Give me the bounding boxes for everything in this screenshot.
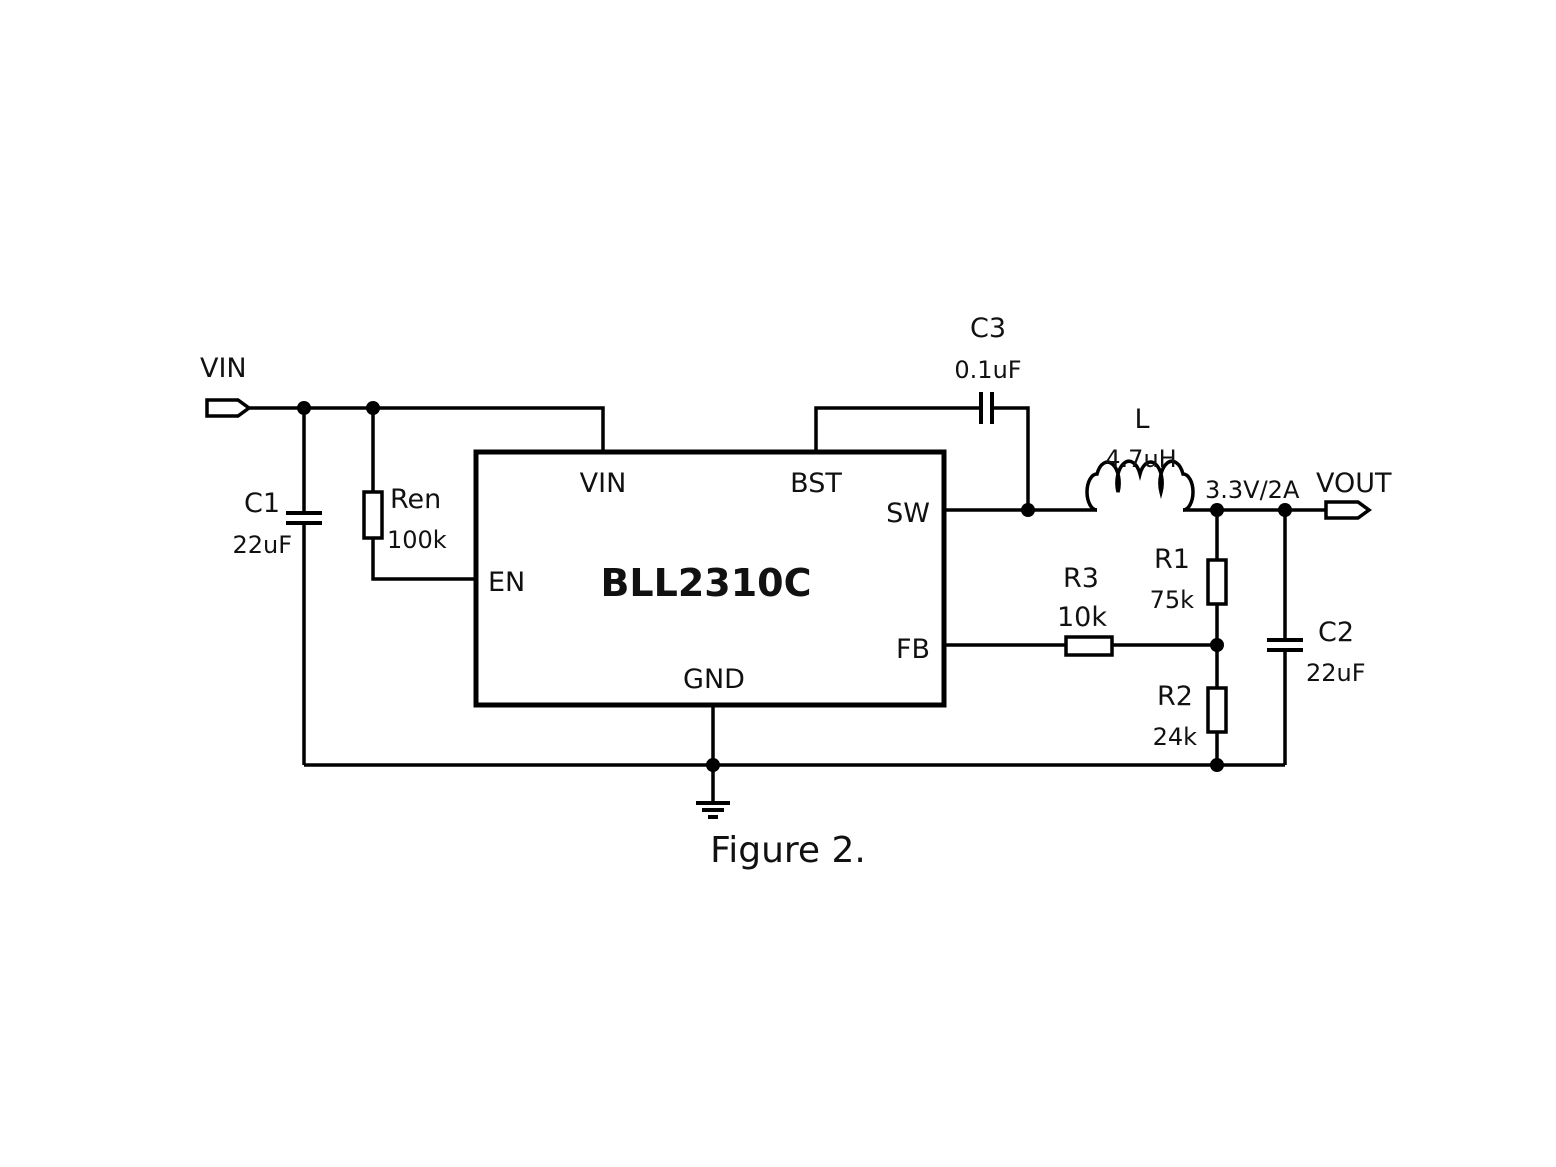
pin-en-label: EN: [488, 567, 525, 598]
l-ref-label: L: [1134, 404, 1149, 435]
vout-port-icon: [1324, 500, 1372, 520]
pin-gnd-label: GND: [683, 664, 745, 695]
junction-dot: [1021, 503, 1035, 517]
c3-value-label: 0.1uF: [954, 356, 1021, 384]
output-spec-label: 3.3V/2A: [1205, 476, 1300, 504]
figure-caption: Figure 2.: [710, 830, 866, 871]
junction-dots: [297, 401, 1292, 772]
wire-vin-rail: [248, 406, 605, 452]
c2-ref-label: C2: [1318, 617, 1354, 648]
junction-dot: [1210, 758, 1224, 772]
resistor-r2: [1206, 686, 1228, 734]
c1-ref-label: C1: [244, 488, 280, 519]
junction-dot: [366, 401, 380, 415]
vin-port-label: VIN: [200, 353, 247, 384]
r1-value-label: 75k: [1150, 586, 1195, 614]
ren-ref-label: Ren: [390, 484, 441, 515]
l-value-label: 4.7uH: [1105, 445, 1176, 473]
vout-port-label: VOUT: [1316, 468, 1392, 499]
c1-value-label: 22uF: [232, 531, 292, 559]
r3-value-label: 10k: [1057, 602, 1107, 633]
pin-vin-label: VIN: [580, 468, 627, 499]
ground-symbol-icon: [696, 801, 730, 819]
r2-ref-label: R2: [1157, 681, 1193, 712]
junction-dot: [1278, 503, 1292, 517]
resistor-r1: [1206, 558, 1228, 606]
capacitor-c2: [1267, 638, 1303, 652]
wire-bst-c3: [814, 406, 981, 452]
pin-bst-label: BST: [790, 468, 842, 499]
r1-ref-label: R1: [1154, 544, 1190, 575]
r2-value-label: 24k: [1153, 723, 1198, 751]
wire-c3-sw: [992, 406, 1030, 510]
capacitor-c1: [286, 511, 322, 525]
junction-dot: [1210, 503, 1224, 517]
chip-name: BLL2310C: [600, 561, 811, 605]
c3-ref-label: C3: [970, 313, 1006, 344]
junction-dot: [297, 401, 311, 415]
resistor-ren: [362, 490, 384, 540]
capacitor-c3: [979, 392, 994, 424]
resistor-r3: [1064, 635, 1114, 657]
c2-value-label: 22uF: [1306, 659, 1366, 687]
pin-fb-label: FB: [896, 634, 930, 665]
wires: [248, 406, 1326, 803]
inductor-l: [1085, 459, 1195, 512]
pin-sw-label: SW: [886, 498, 930, 529]
ren-value-label: 100k: [387, 526, 447, 554]
wire-ren-en: [371, 538, 476, 581]
vin-port-icon: [205, 398, 252, 418]
r3-ref-label: R3: [1063, 563, 1099, 594]
chip-body: [473, 449, 947, 708]
junction-dot: [1210, 638, 1224, 652]
junction-dot: [706, 758, 720, 772]
